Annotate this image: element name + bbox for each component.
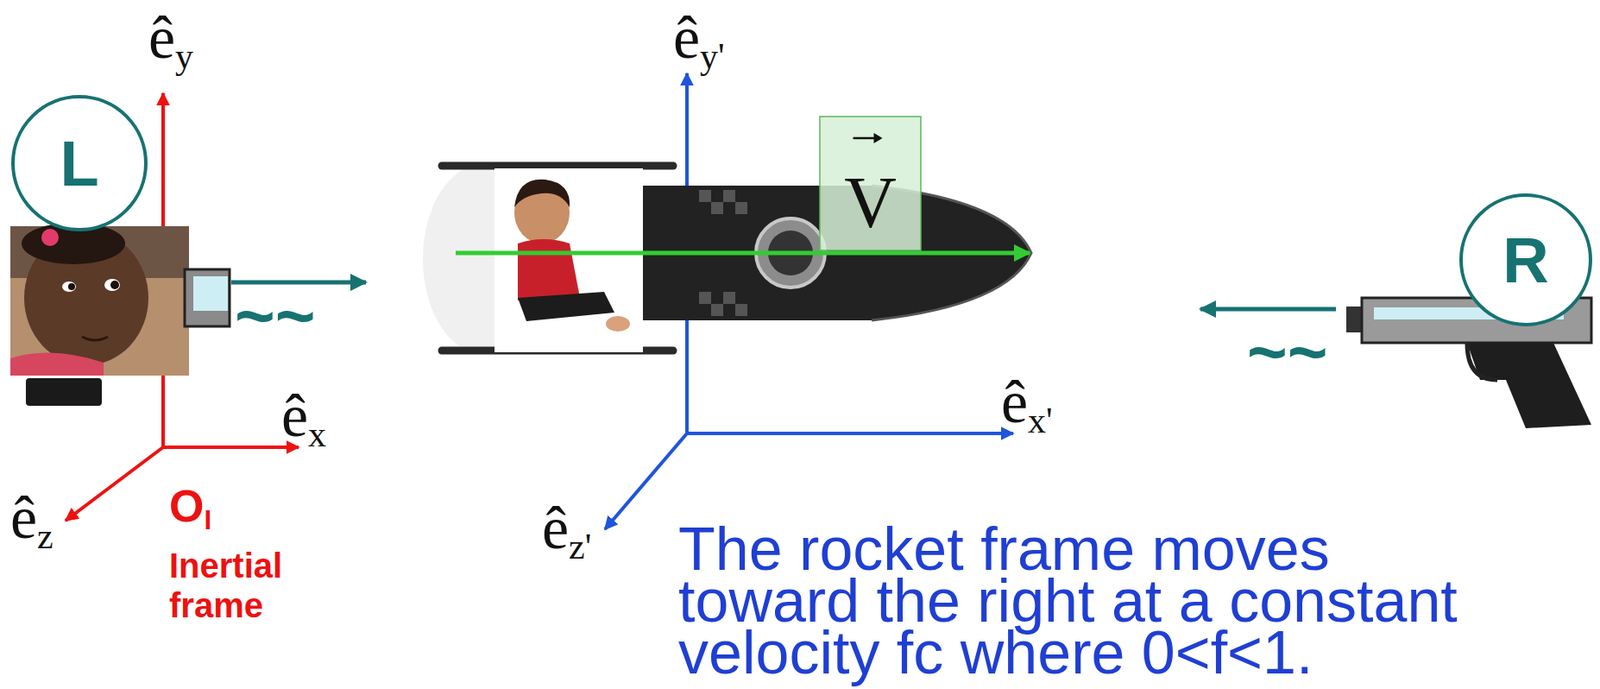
z-prime-axis	[604, 433, 687, 530]
origin-label: OI	[169, 479, 212, 532]
axis-label: êx'	[1001, 367, 1053, 437]
symbol-main: ê	[1001, 368, 1028, 435]
passenger-photo	[494, 168, 643, 353]
symbol-main: ê	[10, 484, 38, 551]
axis-label: êy'	[673, 3, 725, 73]
axis-label: êx	[281, 381, 327, 451]
passenger-legs	[517, 291, 615, 322]
vector-arrow-symbol	[874, 132, 883, 144]
z-axis	[65, 447, 164, 521]
axis-label: êz'	[541, 493, 592, 563]
symbol-subscript: z	[37, 516, 54, 556]
circle-outline	[1461, 195, 1591, 325]
node-label: R	[1502, 223, 1549, 297]
symbol-subscript: y'	[699, 36, 725, 76]
rocket	[422, 163, 1032, 354]
symbol-subscript: y	[175, 36, 194, 76]
hair-bow	[41, 228, 59, 246]
frame-caption: Inertial frame	[169, 545, 351, 625]
axis-label: êz	[10, 483, 54, 553]
description-text: The rocket frame moves toward the right …	[678, 522, 1507, 680]
passenger-shirt	[517, 239, 580, 301]
symbol-subscript: x	[308, 414, 327, 454]
frame-label-circle: L	[10, 94, 149, 233]
gun-trigger-guard	[1467, 342, 1498, 380]
node-label: V	[844, 160, 897, 245]
symbol-main: ê	[148, 4, 176, 71]
baby-shirt	[10, 352, 104, 376]
observer-photo	[10, 222, 189, 406]
x-prime-axis	[686, 431, 1014, 435]
symbol-main: ê	[541, 494, 569, 561]
camera-base	[25, 377, 102, 406]
node-label: L	[59, 126, 99, 201]
symbol-main: O	[169, 480, 204, 531]
wave-symbol: ~~	[234, 276, 315, 356]
x-axis	[163, 445, 299, 449]
vector-box-outline	[819, 116, 921, 251]
frame-label-circle: R	[1458, 192, 1594, 328]
symbol-subscript: I	[203, 504, 212, 536]
baby-eye	[110, 280, 120, 290]
symbol-subscript: x'	[1027, 400, 1053, 441]
baby-eye	[62, 281, 76, 292]
emitter-body	[184, 269, 230, 327]
gun-grip	[1467, 342, 1592, 429]
passenger-hair	[514, 179, 570, 208]
light-pulse-arrow	[1200, 307, 1336, 312]
symbol-main: ê	[281, 382, 309, 449]
wave-symbol: ~~	[1247, 312, 1328, 392]
velocity-arrow	[455, 251, 1030, 256]
circle-outline	[12, 96, 146, 230]
baby-eye	[68, 283, 76, 290]
velocity-vector-box: V	[818, 115, 922, 252]
baby-mouth	[81, 336, 108, 341]
axis-label: êy	[148, 3, 194, 73]
symbol-main: ê	[673, 4, 700, 71]
baby-eye	[104, 278, 120, 291]
passenger-foot	[605, 315, 630, 332]
symbol-subscript: z'	[568, 526, 592, 567]
emitter-lens	[193, 276, 228, 311]
